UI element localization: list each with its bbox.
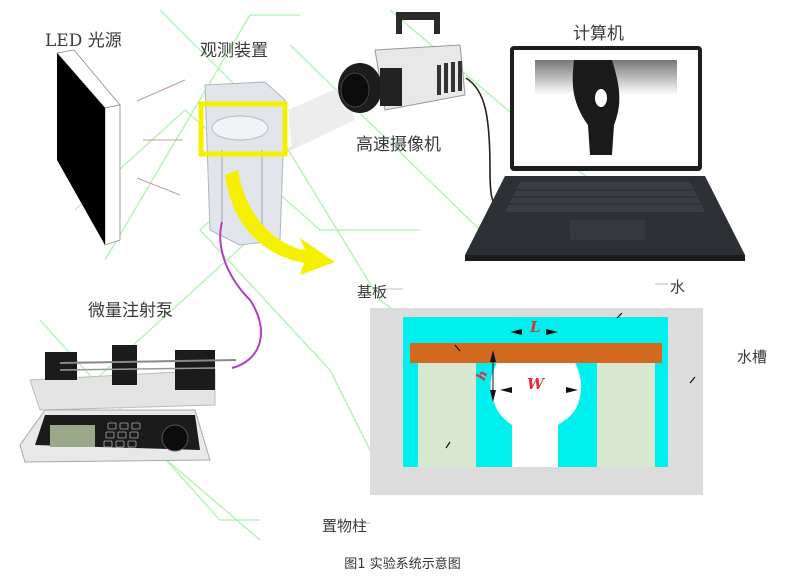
tank-cross-section (360, 283, 703, 524)
label-substrate: 基板 (357, 283, 388, 301)
figure-caption: 图1 实验系统示意图 (344, 557, 461, 572)
label-support-pillar: 置物柱 (322, 517, 368, 535)
label-high-speed-camera: 高速摄像机 (356, 135, 441, 155)
syringe-tube (219, 221, 262, 369)
camera-beam (288, 85, 355, 150)
laptop-graphic (465, 46, 745, 261)
yellow-arrow (225, 170, 335, 275)
label-computer: 计算机 (573, 24, 624, 44)
label-observation-device: 观测装置 (200, 41, 268, 61)
dimension-width-label: W (527, 375, 544, 393)
label-water: 水 (670, 278, 686, 296)
label-micro-syringe-pump: 微量注射泵 (88, 301, 173, 321)
syringe-pump-graphic (19, 345, 237, 463)
led-panel-graphic (56, 49, 121, 246)
label-led-light-source: LED 光源 (45, 31, 122, 51)
dimension-length-label: L (530, 318, 541, 336)
light-rays (136, 79, 186, 196)
camera-graphic (338, 12, 466, 113)
label-water-tank: 水槽 (737, 348, 768, 366)
observation-device-graphic (198, 81, 288, 246)
